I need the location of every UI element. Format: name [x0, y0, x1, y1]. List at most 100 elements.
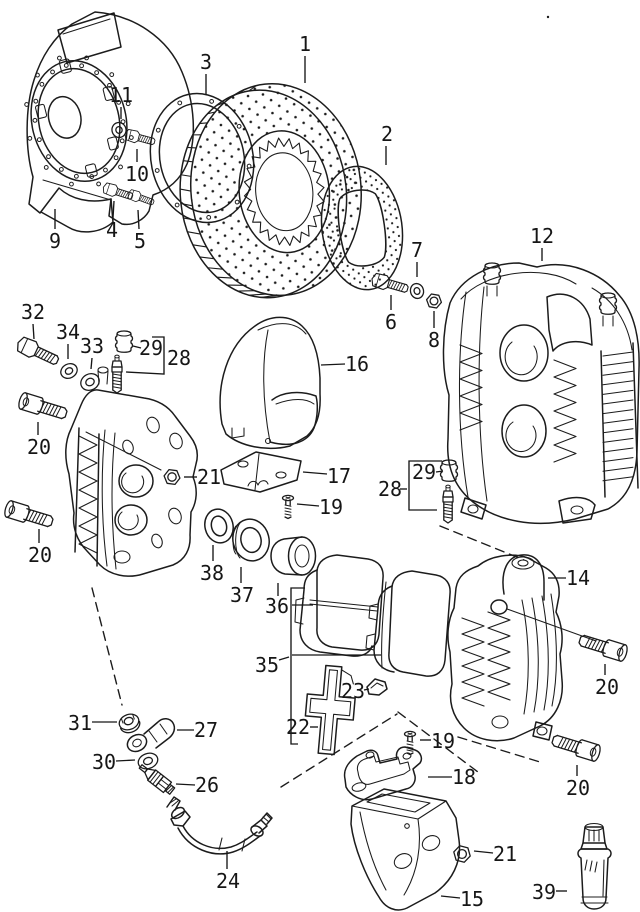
- leader-line: [112, 200, 115, 219]
- leader-line: [296, 503, 320, 507]
- banjo-fitting-27: [126, 718, 176, 753]
- part-number-label: 30: [92, 750, 116, 774]
- bolt-32: [16, 336, 60, 365]
- part-number-label: 29: [412, 460, 436, 484]
- part-number-label: 16: [345, 352, 369, 376]
- bolt-20-right-lower: [551, 734, 601, 762]
- retaining-plate-17: [220, 451, 302, 493]
- callout-26: 26: [175, 773, 219, 797]
- part-number-label: 31: [68, 711, 92, 735]
- callout-2: 2: [381, 122, 393, 165]
- part-number-label: 9: [49, 229, 61, 253]
- part-number-label: 33: [80, 334, 104, 358]
- callout-39: 39: [532, 880, 567, 904]
- leader-line: [473, 850, 494, 854]
- callout-23: 23: [341, 679, 370, 703]
- part-number-label: 27: [194, 718, 218, 742]
- callout-21: 21: [473, 842, 517, 866]
- part-number-label: 23: [341, 679, 365, 703]
- part-number-label: 20: [595, 675, 619, 699]
- nut-31: [118, 713, 141, 734]
- callout-32: 32: [21, 300, 45, 340]
- callout-1: 1: [299, 32, 311, 83]
- protective-cover-15: [350, 788, 461, 911]
- screw-19-lower: [403, 730, 417, 756]
- bleeder-valve-28-right: [442, 484, 454, 524]
- dust-cap-caliper12-b: [598, 292, 618, 315]
- nut-8: [425, 293, 443, 309]
- part-number-label: 22: [286, 715, 310, 739]
- callout-20: 20: [28, 529, 52, 567]
- callout-17: 17: [302, 464, 351, 488]
- hub-ring: [320, 165, 404, 291]
- part-number-label: 7: [411, 238, 423, 262]
- nut-21-left: [163, 468, 181, 486]
- part-number-label: 4: [106, 218, 118, 242]
- callout-10: 10: [125, 149, 149, 186]
- cover-16: [219, 316, 321, 450]
- part-number-label: 24: [216, 869, 240, 893]
- piston-36: [270, 536, 317, 576]
- part-number-label: 20: [566, 776, 590, 800]
- part-number-label: 28: [167, 346, 191, 370]
- leader-line: [132, 345, 142, 349]
- part-number-label: 2: [381, 122, 393, 146]
- washer-11: [111, 121, 127, 139]
- seal-33: [80, 372, 100, 392]
- leader-line: [320, 363, 346, 366]
- part-number-label: 36: [265, 594, 289, 618]
- part-number-label: 21: [197, 465, 221, 489]
- callout-8: 8: [428, 311, 440, 352]
- leader-line: [175, 783, 196, 786]
- clip-23: [366, 678, 388, 696]
- part-number-label: 1: [299, 32, 311, 56]
- part-number-label: 35: [255, 653, 279, 677]
- callout-7: 7: [411, 238, 423, 277]
- stray-print-dot: [546, 15, 550, 19]
- dust-cap-29-right: [439, 459, 459, 482]
- brake-hose-24: [166, 796, 273, 855]
- leader-line: [90, 357, 93, 370]
- part-number-label: 37: [230, 583, 254, 607]
- callout-20: 20: [595, 664, 619, 699]
- bolt-20-left-lower: [4, 500, 54, 528]
- bolt-10: [124, 129, 156, 146]
- callout-5: 5: [134, 209, 146, 253]
- part-number-label: 20: [27, 435, 51, 459]
- group-bracket: [408, 460, 442, 511]
- callout-19: 19: [420, 729, 455, 753]
- brake-caliper-front-left: [65, 366, 199, 577]
- bleeder-valve-28-left: [111, 354, 123, 394]
- bolt-4: [102, 182, 134, 200]
- part-number-label: 8: [428, 328, 440, 352]
- callout-9: 9: [49, 209, 61, 253]
- seal-ring-38: [204, 508, 234, 544]
- grease-tube-39: [577, 822, 612, 910]
- callout-15: 15: [440, 887, 484, 911]
- leader-line: [363, 688, 370, 691]
- brake-pad-outer: [365, 570, 451, 677]
- bolt-20-right-upper: [578, 634, 628, 662]
- callout-11: 11: [109, 83, 133, 119]
- leader-line: [302, 471, 328, 475]
- screw-19-upper: [281, 494, 295, 520]
- callout-35: 35: [255, 587, 381, 745]
- cross-spring-22: [304, 664, 356, 756]
- dust-cap-29-left: [114, 330, 134, 353]
- callout-27: 27: [177, 718, 218, 742]
- washer-34: [60, 362, 78, 380]
- callout-30: 30: [92, 750, 136, 774]
- callout-14: 14: [548, 566, 590, 590]
- callout-24: 24: [216, 851, 240, 893]
- group-bracket: [125, 336, 165, 375]
- part-number-label: 38: [200, 561, 224, 585]
- leader-line: [435, 470, 444, 473]
- bolt-6: [371, 272, 409, 293]
- part-number-label: 29: [139, 336, 163, 360]
- leader-line: [278, 656, 290, 661]
- part-number-label: 20: [28, 543, 52, 567]
- callout-4: 4: [106, 200, 118, 242]
- splash-shield: [24, 11, 195, 233]
